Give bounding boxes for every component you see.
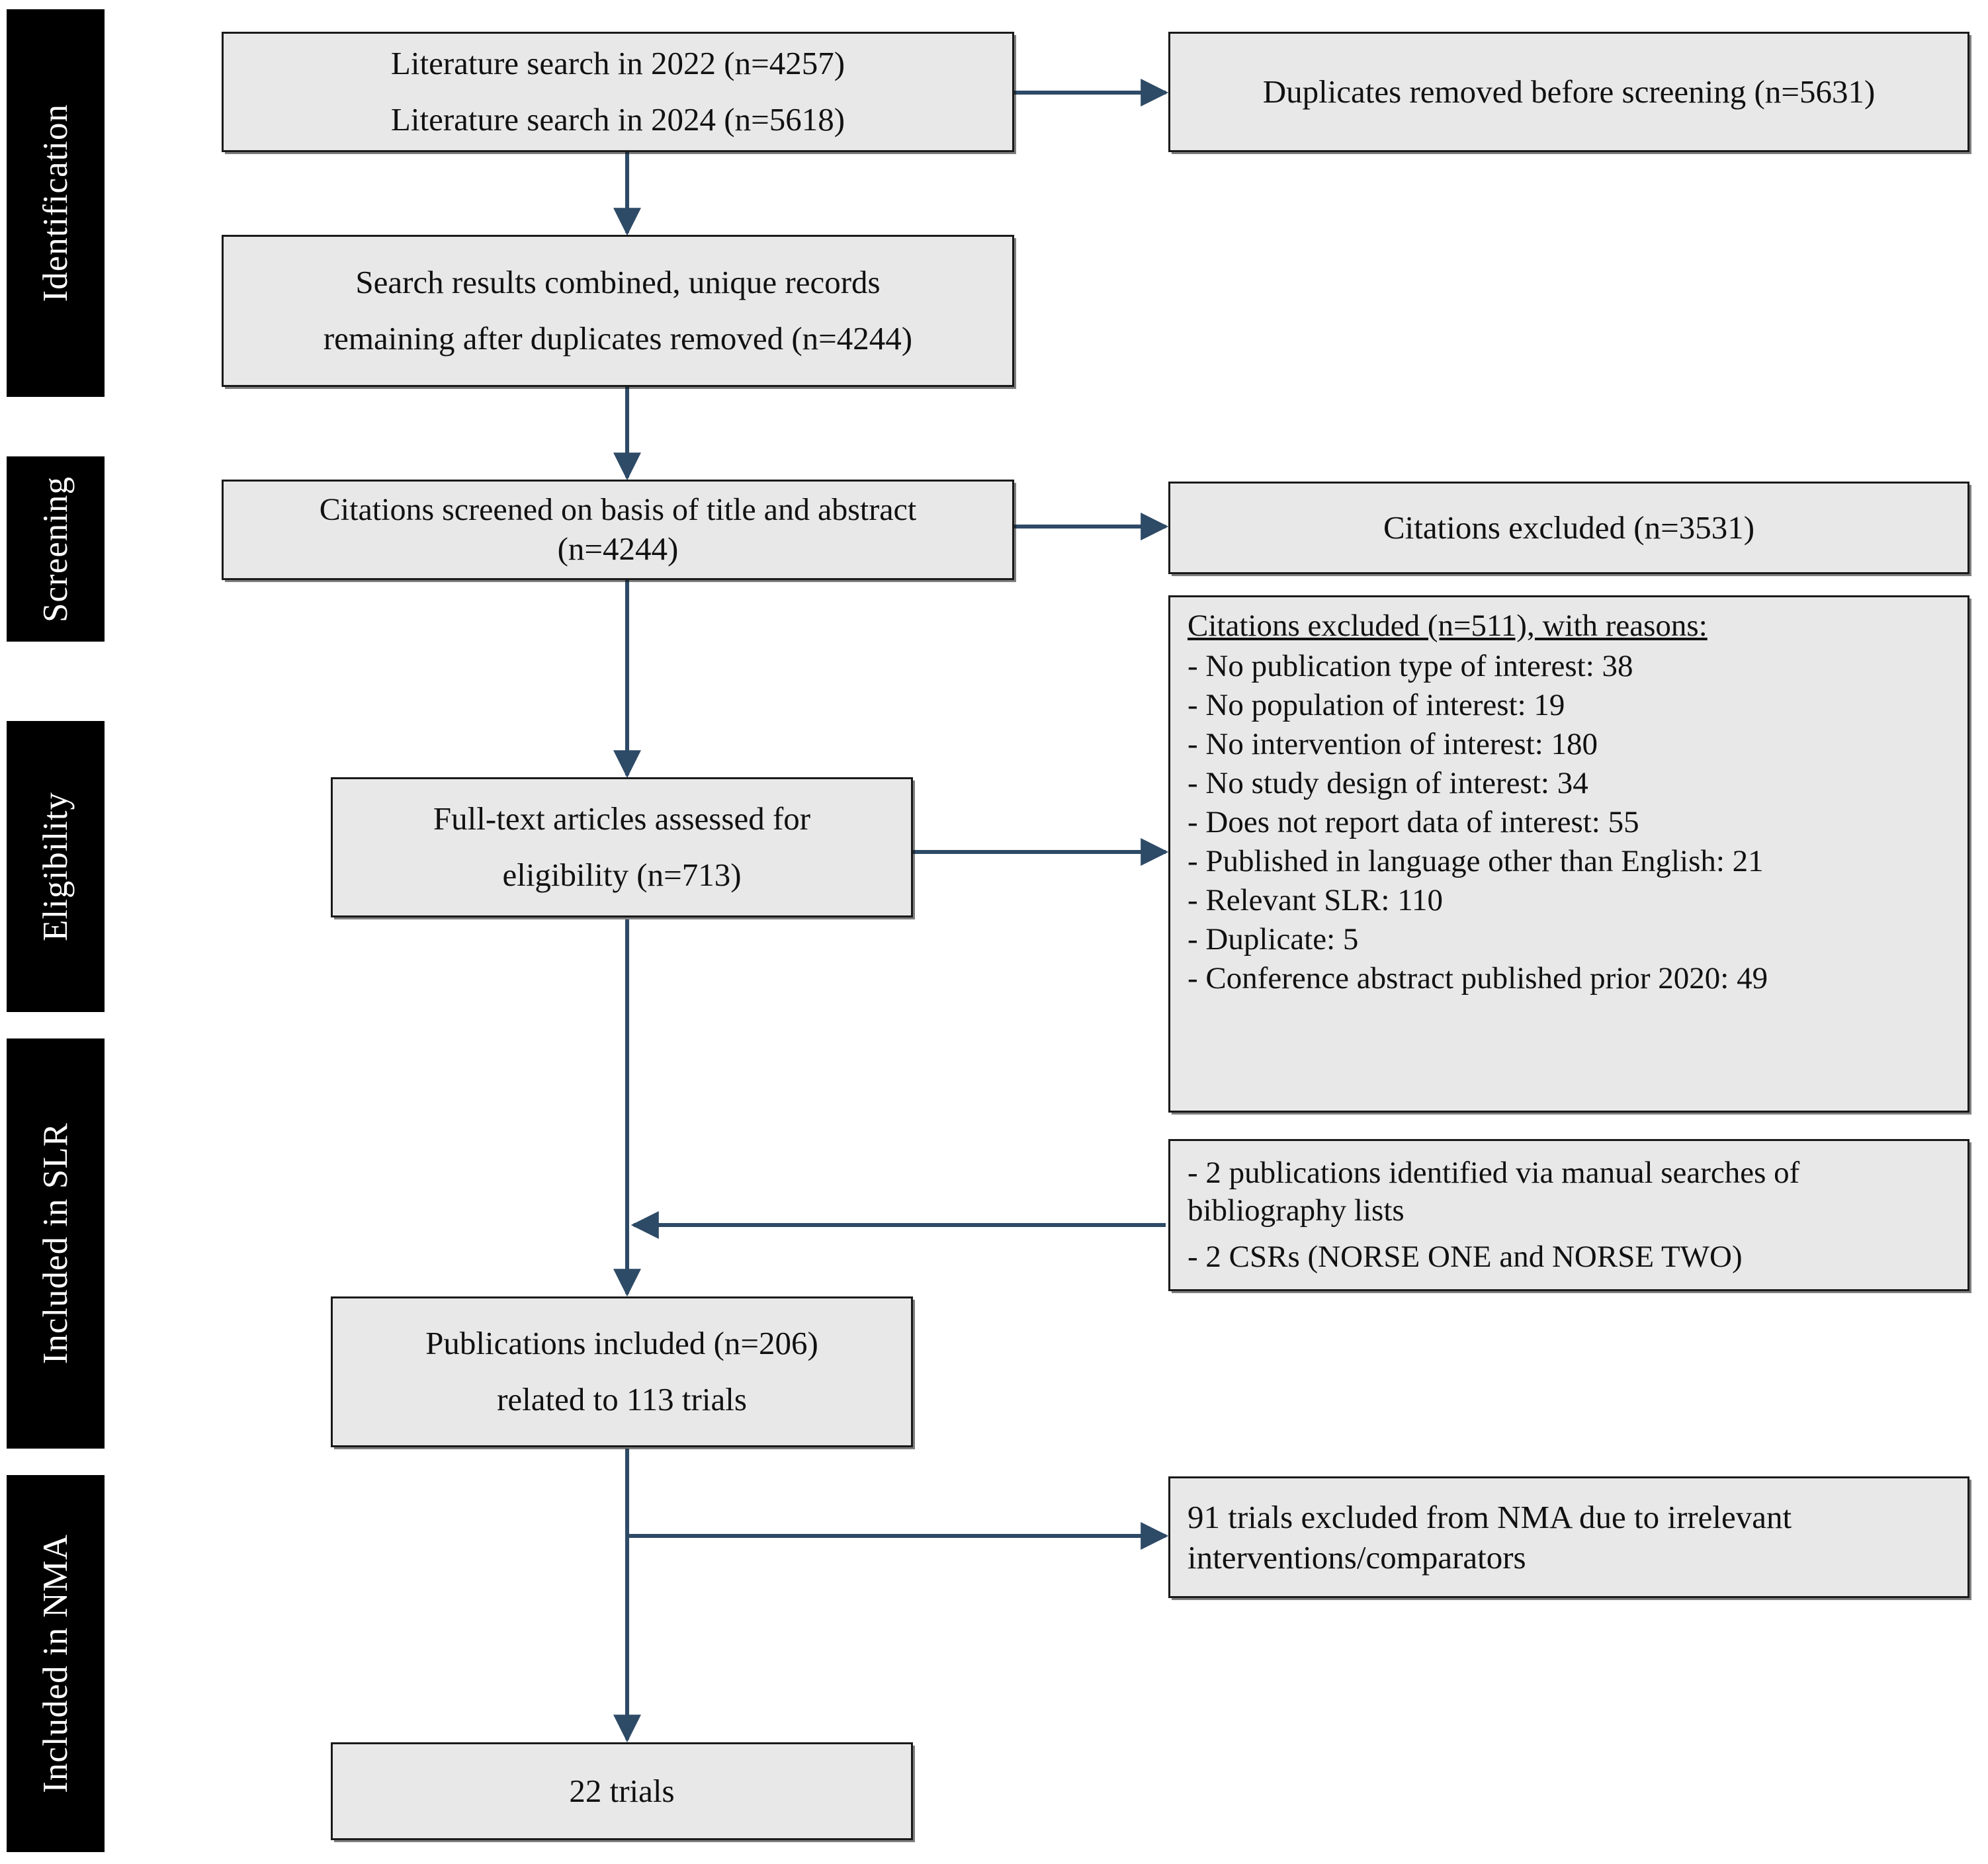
reason-item: - No intervention of interest: 180 [1188,726,1598,761]
reason-item: - Does not report data of interest: 55 [1188,804,1639,839]
stage-screening: Screening [7,456,105,642]
fulltext-assessed-line-1: Full-text articles assessed for [433,800,811,837]
box-duplicates-removed: Duplicates removed before screening (n=5… [1168,32,1969,152]
publications-included-line-2: related to 113 trials [497,1381,747,1418]
nma-excluded-line-1: 91 trials excluded from NMA due to irrel… [1188,1498,1792,1576]
citations-screened-line-1: Citations screened on basis of title and… [319,491,917,527]
stage-label-included-nma: Included in NMA [36,1534,75,1793]
literature-search-line-2: Literature search in 2024 (n=5618) [390,101,845,138]
reason-item: - Relevant SLR: 110 [1188,882,1443,917]
citations-excluded-line-1: Citations excluded (n=3531) [1383,509,1755,546]
box-citations-excluded-reasons: Citations excluded (n=511), with reasons… [1168,595,1969,1113]
box-search-combined: Search results combined, unique records … [222,235,1014,387]
stage-included-slr: Included in SLR [7,1038,105,1449]
reason-item: - Published in language other than Engli… [1188,843,1764,878]
manual-additions-line-1: - 2 publications identified via manual s… [1188,1156,1800,1228]
reason-item: - Conference abstract published prior 20… [1188,960,1768,996]
stage-label-screening: Screening [36,476,75,622]
search-combined-line-2: remaining after duplicates removed (n=42… [323,320,913,357]
final-trials-line-1: 22 trials [569,1772,675,1809]
stage-included-nma: Included in NMA [7,1475,105,1852]
stage-eligibility: Eligibility [7,721,105,1012]
box-citations-excluded: Citations excluded (n=3531) [1168,482,1969,574]
reason-item: - Duplicate: 5 [1188,921,1359,956]
manual-additions-line-2: - 2 CSRs (NORSE ONE and NORSE TWO) [1188,1240,1743,1275]
literature-search-line-1: Literature search in 2022 (n=4257) [390,45,845,82]
reasons-heading: Citations excluded (n=511), with reasons… [1188,609,1707,643]
box-manual-additions: - 2 publications identified via manual s… [1168,1139,1969,1291]
stage-label-eligibility: Eligibility [36,792,75,941]
reason-item: - No population of interest: 19 [1188,687,1565,722]
box-citations-screened: Citations screened on basis of title and… [222,480,1014,580]
search-combined-line-1: Search results combined, unique records [355,264,881,301]
reason-item: - No publication type of interest: 38 [1188,648,1633,683]
duplicates-removed-line-1: Duplicates removed before screening (n=5… [1262,73,1876,110]
box-publications-included: Publications included (n=206) related to… [331,1296,913,1447]
box-fulltext-assessed: Full-text articles assessed for eligibil… [331,777,913,917]
stage-label-identification: Identification [36,104,75,302]
stage-label-included-slr: Included in SLR [36,1123,75,1365]
box-nma-excluded: 91 trials excluded from NMA due to irrel… [1168,1476,1969,1598]
stage-identification: Identification [7,9,105,397]
citations-screened-line-2: (n=4244) [557,530,679,568]
publications-included-line-1: Publications included (n=206) [425,1325,818,1362]
fulltext-assessed-line-2: eligibility (n=713) [502,857,742,893]
box-final-trials: 22 trials [331,1742,913,1840]
reason-item: - No study design of interest: 34 [1188,765,1588,800]
box-literature-search: Literature search in 2022 (n=4257) Liter… [222,32,1014,152]
